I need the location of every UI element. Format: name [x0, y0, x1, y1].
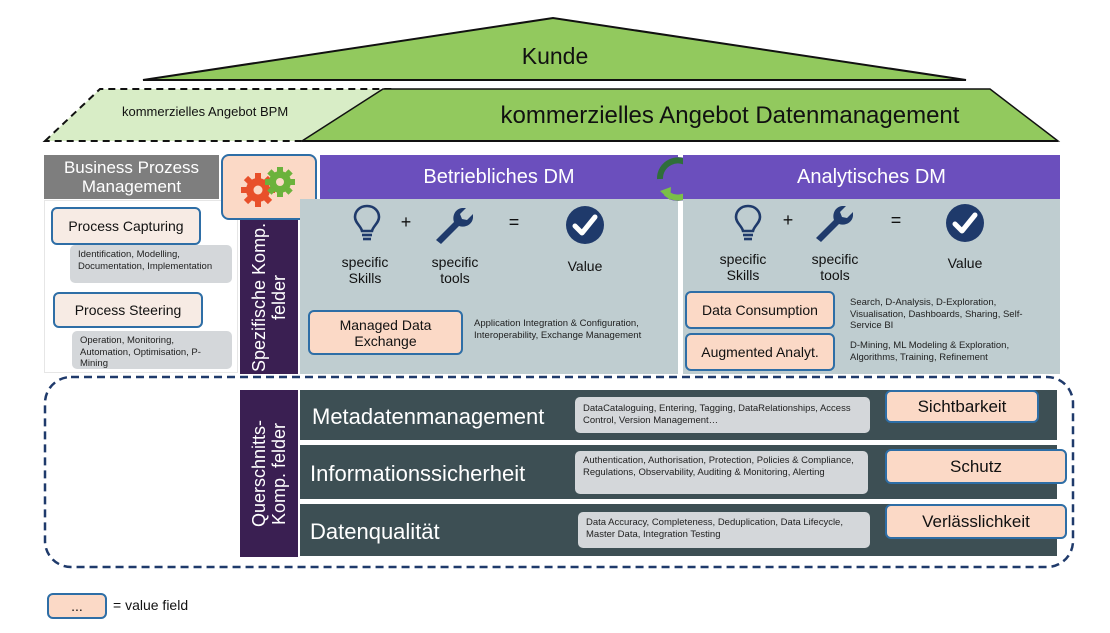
tools-label-2: specific tools: [811, 251, 859, 283]
lightbulb-icon: [352, 203, 382, 243]
consumption-details: Search, D-Analysis, D-Exploration, Visua…: [850, 297, 1023, 331]
skills-label: specific Skills: [341, 254, 389, 286]
legend-text: = value field: [113, 597, 189, 613]
sichtbarkeit-field: Sichtbarkeit: [885, 390, 1039, 423]
schutz-field: Schutz: [885, 449, 1067, 484]
sicherheit-title: Informationssicherheit: [310, 461, 526, 486]
lightbulb-icon-2: [733, 203, 763, 243]
analytisches-title: Analytisches DM: [683, 155, 1060, 199]
managed-data-exchange-field: Managed Data Exchange: [308, 310, 463, 355]
spezifische-label-box: Spezifische Komp. felder: [240, 220, 298, 374]
steering-details: Operation, Monitoring, Automation, Optim…: [72, 331, 232, 369]
spezifische-label: Spezifische Komp. felder: [249, 222, 289, 372]
process-capturing-field: Process Capturing: [51, 207, 201, 245]
verlaesslichkeit-field: Verlässlichkeit: [885, 504, 1067, 539]
metadaten-details: DataCataloguing, Entering, Tagging, Data…: [575, 397, 870, 433]
wrench-icon: [432, 204, 476, 244]
checkmark-icon-2: [945, 203, 985, 243]
equals-sign-2: =: [890, 209, 902, 230]
querschnitts-label: Querschnitts- Komp. felder: [249, 419, 289, 528]
value-label: Value: [567, 258, 603, 274]
capturing-details: Identification, Modelling, Documentation…: [70, 245, 232, 283]
checkmark-icon: [565, 205, 605, 245]
equals-sign: =: [508, 211, 520, 232]
bpm-offer-label: kommerzielles Angebot BPM: [122, 104, 289, 119]
tools-label: specific tools: [431, 254, 479, 286]
datenqualitaet-title: Datenqualität: [310, 519, 440, 544]
querschnitts-label-box: Querschnitts- Komp. felder: [240, 390, 298, 557]
metadaten-title: Metadatenmanagement: [312, 404, 545, 429]
augmented-analytics-field: Augmented Analyt.: [685, 333, 835, 371]
querschnitt-frame: [43, 375, 1075, 569]
legend-sample: ...: [47, 593, 107, 619]
roof-bpm-offer: [42, 88, 396, 142]
exchange-details: Application Integration & Configuration,…: [474, 318, 642, 341]
bpm-title: Business Prozess Management: [44, 155, 219, 199]
wrench-icon-2: [812, 202, 856, 242]
value-label-2: Value: [947, 255, 983, 271]
datenqualitaet-details: Data Accuracy, Completeness, Deduplicati…: [578, 512, 870, 548]
roof-top: [142, 16, 967, 81]
plus-sign-2: +: [782, 209, 794, 230]
kunde-label: Kunde: [521, 42, 589, 69]
process-steering-field: Process Steering: [53, 292, 203, 328]
sicherheit-details: Authentication, Authorisation, Protectio…: [575, 451, 868, 494]
betriebliches-title: Betriebliches DM: [320, 155, 678, 199]
plus-sign: +: [400, 211, 412, 232]
augmented-details: D-Mining, ML Modeling & Exploration, Alg…: [850, 340, 1010, 363]
data-consumption-field: Data Consumption: [685, 291, 835, 329]
dm-offer-label: kommerzielles Angebot Datenmanagement: [500, 102, 960, 129]
skills-label-2: specific Skills: [719, 251, 767, 283]
